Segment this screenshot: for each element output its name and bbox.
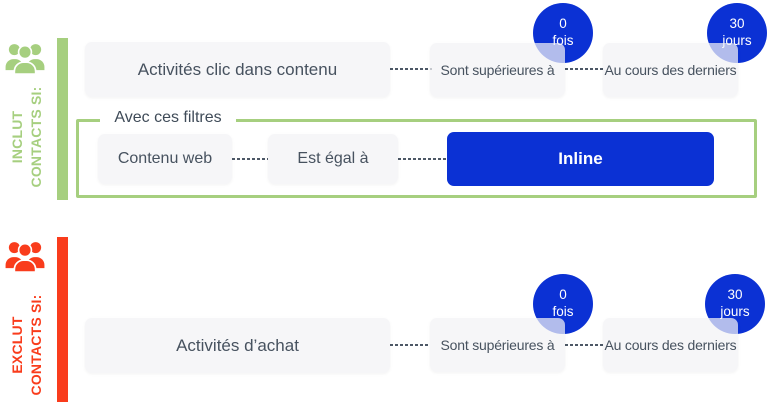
exclude-label-line1: EXCLUT bbox=[9, 316, 25, 374]
connector-dashed bbox=[390, 344, 430, 346]
connector-dashed bbox=[565, 344, 603, 346]
include-label-line1: INCLUT bbox=[9, 110, 25, 164]
filter-group-label: Avec ces filtres bbox=[100, 104, 236, 132]
include-section-label: INCLUT CONTACTS SI: bbox=[8, 82, 46, 192]
exclude-section-label: EXCLUT CONTACTS SI: bbox=[8, 290, 46, 400]
exclude-label-line2: CONTACTS SI: bbox=[27, 294, 44, 396]
exclude-window-value: 30 bbox=[727, 287, 743, 303]
filter-group-border bbox=[76, 119, 757, 198]
include-label-line2: CONTACTS SI: bbox=[27, 86, 44, 188]
filter-field-node[interactable]: Contenu web bbox=[98, 134, 232, 184]
connector-dashed bbox=[565, 68, 605, 70]
exclude-count-value: 0 bbox=[559, 287, 567, 303]
exclude-operator-node[interactable]: Sont supérieures à bbox=[430, 318, 565, 372]
exclude-activity-node[interactable]: Activités d’achat bbox=[85, 318, 390, 373]
connector-dashed bbox=[398, 158, 447, 160]
include-operator-node[interactable]: Sont supérieures à bbox=[430, 43, 565, 97]
exclude-window-node[interactable]: Au cours des derniers bbox=[603, 318, 738, 372]
include-group-people-icon bbox=[3, 35, 47, 81]
include-count-value: 0 bbox=[559, 16, 567, 32]
connector-dashed bbox=[232, 158, 268, 160]
include-activity-node[interactable]: Activités clic dans contenu bbox=[85, 42, 390, 97]
include-window-node[interactable]: Au cours des derniers bbox=[603, 43, 738, 97]
exclude-rail bbox=[57, 237, 68, 402]
include-rail bbox=[57, 38, 68, 200]
include-window-value: 30 bbox=[729, 16, 745, 32]
exclude-group-people-icon bbox=[3, 233, 47, 279]
exclude-window-unit: jours bbox=[720, 304, 750, 319]
filter-value-button[interactable]: Inline bbox=[447, 132, 714, 186]
exclude-count-unit: fois bbox=[552, 304, 574, 319]
connector-dashed bbox=[390, 68, 432, 70]
filter-operator-node[interactable]: Est égal à bbox=[268, 134, 398, 184]
